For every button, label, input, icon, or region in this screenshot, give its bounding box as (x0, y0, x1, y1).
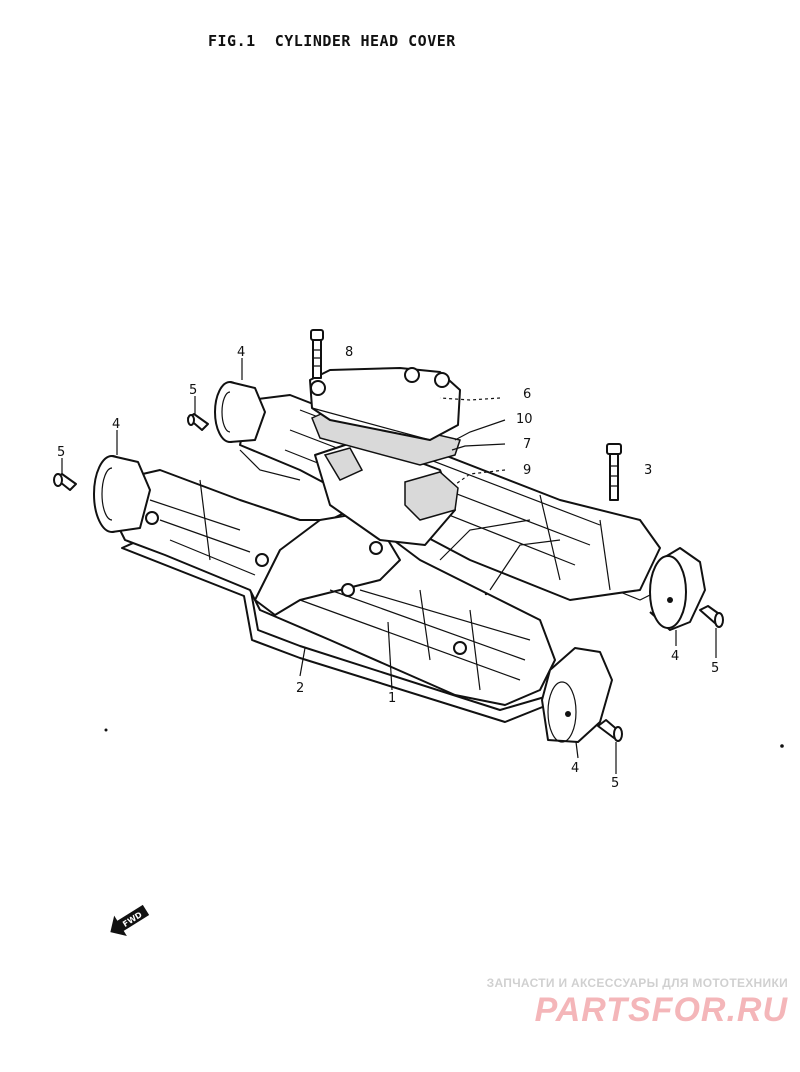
part-label-9: 9 (523, 463, 531, 478)
screw-5-front-right (597, 719, 623, 742)
main-cover-center-hump (254, 514, 401, 616)
end-cap-front-right (541, 647, 613, 743)
watermark-tagline: ЗАПЧАСТИ И АКСЕССУАРЫ ДЛЯ МОТОТЕХНИКИ (486, 976, 788, 990)
connector-pipes (239, 449, 561, 591)
cover-bolt-boss (404, 367, 420, 383)
end-cap-rear-left (214, 381, 266, 443)
bolt-3 (606, 443, 622, 501)
part-label-10: 10 (516, 412, 533, 427)
watermark: ЗАПЧАСТИ И АКСЕССУАРЫ ДЛЯ МОТОТЕХНИКИ PA… (487, 976, 788, 1030)
bolt-hole (341, 583, 355, 597)
part-label-4: 4 (112, 417, 120, 432)
part-label-5: 5 (711, 661, 719, 676)
bolt-hole (453, 641, 467, 655)
part-label-7: 7 (523, 437, 531, 452)
cover-bolt-boss (310, 380, 326, 396)
leader-lines (61, 358, 717, 774)
scan-speck (484, 592, 488, 596)
screw-5-rear-left (187, 413, 209, 431)
bolt-8 (310, 329, 324, 379)
fwd-arrow-icon: FWD (110, 904, 150, 936)
part-label-4: 4 (237, 345, 245, 360)
end-cap-rear-right (649, 547, 706, 631)
breather-cover-edge (311, 407, 459, 441)
end-cap-front-left (93, 455, 151, 533)
breather-plate (404, 471, 459, 521)
part-label-3: 3 (644, 463, 652, 478)
watermark-logo: PARTSFOR.RU (534, 991, 788, 1029)
cover-bolt-boss (434, 372, 450, 388)
bolt-hole (145, 511, 159, 525)
part-label-1: 1 (388, 691, 396, 706)
part-label-4: 4 (571, 761, 579, 776)
part-label-6: 6 (523, 387, 531, 402)
screw-5-front-left (53, 473, 77, 491)
screw-5-rear-right (699, 605, 724, 628)
part-label-5: 5 (189, 383, 197, 398)
scan-speck (104, 728, 108, 732)
part-label-8: 8 (345, 345, 353, 360)
main-cover-ribs (149, 479, 531, 691)
part-label-4: 4 (671, 649, 679, 664)
part-label-5: 5 (611, 776, 619, 791)
figure-title: FIG.1 CYLINDER HEAD COVER (208, 32, 456, 50)
breather-gasket-left (323, 447, 364, 481)
bolt-hole (369, 541, 383, 555)
breather-cover (309, 367, 461, 441)
part-label-5: 5 (57, 445, 65, 460)
part-label-2: 2 (296, 681, 304, 696)
scan-speck (780, 744, 784, 748)
bolt-hole (255, 553, 269, 567)
